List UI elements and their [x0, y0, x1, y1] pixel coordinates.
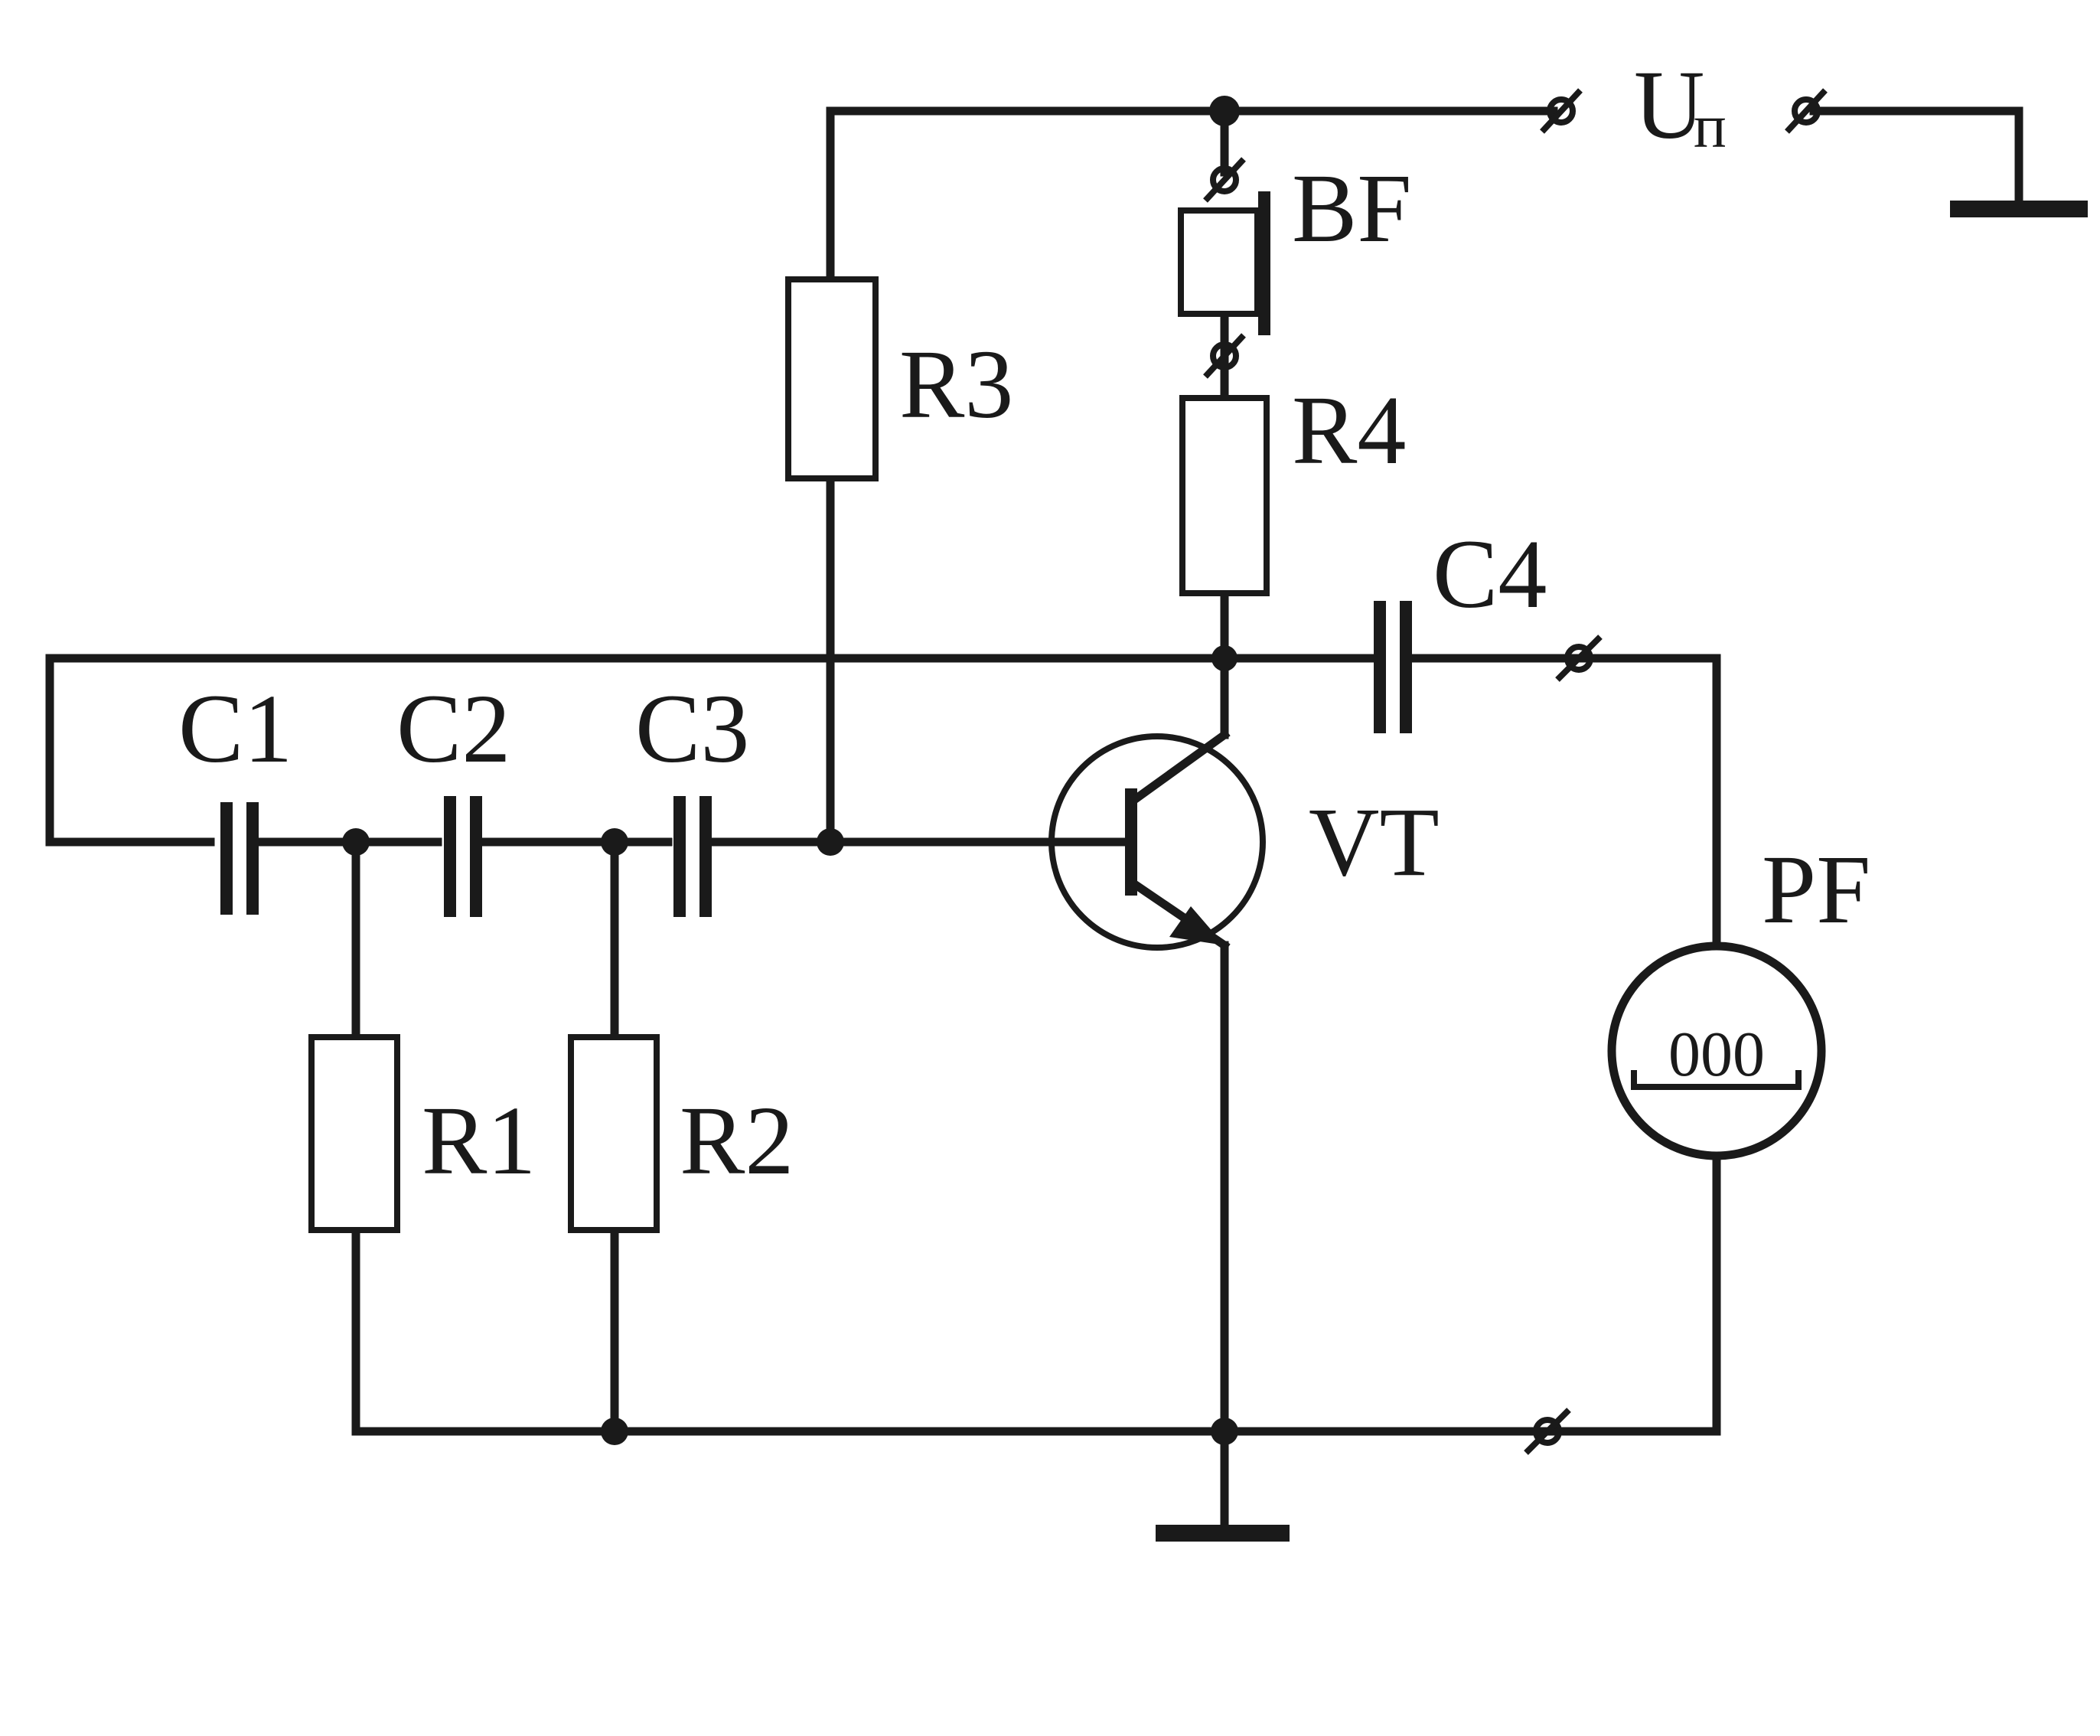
terminal-supply-minus: [1785, 88, 1828, 134]
capacitor-c3: [673, 796, 712, 917]
wire-feedback-top: [45, 654, 1376, 847]
resistor-r3: [785, 276, 879, 481]
terminals: [1203, 88, 1828, 1455]
junction-dot: [1211, 1418, 1238, 1445]
label-r2: R2: [680, 1086, 794, 1195]
label-speaker: BF: [1292, 154, 1412, 263]
terminal-output-bottom: [1524, 1408, 1571, 1455]
junction-dot: [342, 828, 370, 856]
label-c4: C4: [1433, 520, 1547, 628]
wire-ground-rail: [351, 1153, 1721, 1436]
junction-dot: [817, 828, 844, 856]
frequency-meter-pf: 000: [1607, 941, 1826, 1160]
resistor-r4: [1179, 395, 1270, 596]
resistor-r2: [568, 1034, 660, 1233]
terminal-supply-plus: [1540, 88, 1583, 134]
label-pf: PF: [1762, 835, 1870, 944]
terminal-output-top: [1555, 635, 1603, 682]
label-c3: C3: [635, 674, 749, 783]
meter-display-bracket: [1631, 1070, 1802, 1090]
meter-display-value: 000: [1668, 1019, 1765, 1090]
label-c2: C2: [396, 674, 510, 783]
label-r3: R3: [899, 330, 1013, 439]
junction-dot: [601, 828, 628, 856]
capacitor-c2: [444, 796, 482, 917]
label-supply-subscript: п: [1694, 93, 1727, 161]
junction-dot: [1209, 96, 1240, 126]
labels: U п BF R3 R4 C4 C1 C2 C3 VT PF R1 R2: [178, 51, 1870, 1195]
ground-symbol-main: [1156, 1525, 1290, 1542]
label-c1: C1: [178, 674, 292, 783]
resistor-r1: [308, 1034, 400, 1233]
junctions: [342, 96, 1240, 1445]
capacitor-c1: [220, 802, 259, 915]
wires: [45, 106, 2023, 1538]
label-vt: VT: [1309, 788, 1440, 896]
wire-supply-return: [1809, 106, 2023, 215]
capacitor-c4: [1374, 601, 1412, 733]
transistor-vt: [1048, 729, 1266, 951]
terminal-speaker-bottom: [1203, 333, 1246, 379]
wire-c4-out: [1410, 654, 1721, 950]
ground-symbol-supply: [1950, 201, 2088, 217]
label-r1: R1: [422, 1086, 536, 1195]
junction-dot: [601, 1418, 628, 1445]
junction-dot: [1211, 645, 1238, 671]
label-r4: R4: [1292, 376, 1406, 485]
terminal-speaker-top: [1203, 157, 1246, 203]
speaker-bf: [1178, 191, 1270, 335]
label-supply: U: [1634, 51, 1704, 159]
